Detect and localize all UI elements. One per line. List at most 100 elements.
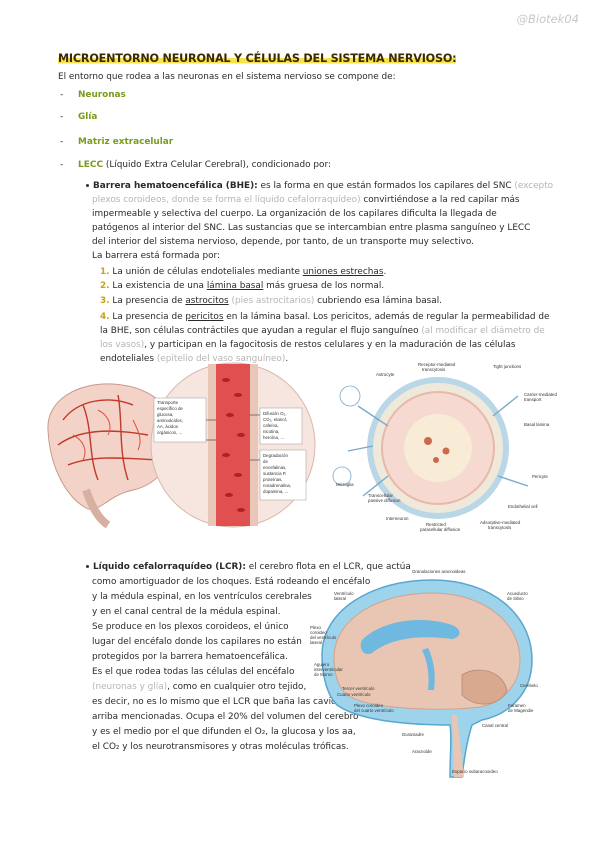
- list-dash: -: [60, 112, 64, 122]
- fig3-label: Acueducto: [507, 591, 528, 596]
- box1-line: Transporte: [157, 400, 179, 405]
- fig2-label: Receptor-mediated: [418, 362, 456, 367]
- fig3-label: Cerebelo: [520, 683, 538, 688]
- bbb-capillary-figure: Transporte específico de glucosa, aminoá…: [47, 362, 316, 529]
- fig2-label: Carrier-mediated: [524, 392, 557, 397]
- lcr-line-7: protegidos por la barrera hematoencefáli…: [92, 652, 288, 662]
- box2-line: CO₂, etanol,: [263, 417, 287, 422]
- fig3-label: Espacio subaracnoideo: [452, 769, 498, 774]
- brain-illustration: [47, 383, 177, 529]
- bhe-item-4-cont-1: la BHE, son células contráctiles que ayu…: [100, 326, 545, 336]
- fig3-label: Aracnoide: [412, 749, 432, 754]
- box1-line: glucosa,: [157, 412, 173, 417]
- fig2-label: Interneuron: [386, 516, 409, 521]
- box3-line: sustancia P,: [263, 471, 286, 476]
- bhe-line-2: plexos coroideos, donde se forma el líqu…: [92, 195, 520, 205]
- box2-line: Difusión O₂,: [263, 411, 286, 416]
- fig2-label: Adsorptive-mediated: [480, 520, 521, 525]
- fig3-label: del cuarto ventrículo: [354, 708, 394, 713]
- bhe-line-6: La barrera está formada por:: [92, 251, 220, 261]
- fig3-label: del ventrículo: [310, 635, 337, 640]
- fig3-label: interventricular: [314, 667, 343, 672]
- fig2-label: Basal lamina: [524, 422, 550, 427]
- box1-line: orgánicos, ...: [157, 430, 182, 435]
- lcr-line-6: lugar del encéfalo donde los capilares n…: [92, 637, 302, 647]
- lcr-line-13: el CO₂ y los neurotransmisores y otras m…: [92, 742, 349, 752]
- csf-ventricles-figure: Granulaciones aracnoideas Ventrículo lat…: [310, 569, 538, 778]
- box3-line: dopamina, ...: [263, 489, 288, 494]
- fig2-label: Astrocyte: [376, 372, 395, 377]
- fig2-label: Endothelial cell: [508, 504, 538, 509]
- lcr-line-1: Líquido cefalorraquídeo (LCR): el cerebr…: [86, 562, 411, 572]
- fig2-label: paracellular diffusion: [420, 527, 461, 532]
- fig3-label: de Monro: [314, 672, 333, 677]
- list-item-neuronas: Neuronas: [78, 90, 126, 100]
- fig3-label: Ventrículo: [334, 591, 354, 596]
- lcr-line-10: es decir, no es lo mismo que el LCR que …: [92, 697, 358, 707]
- lcr-line-4: y en el canal central de la médula espin…: [92, 607, 281, 617]
- fig2-label: passive diffusion: [368, 498, 401, 503]
- fig2-label: Tight junctions: [493, 364, 522, 369]
- fig3-label: Plexo coroideo: [354, 703, 384, 708]
- bhe-item-1: 1. La unión de células endoteliales medi…: [100, 267, 387, 277]
- fig2-label: Restricted: [426, 522, 446, 527]
- label-box-difusion: Difusión O₂, CO₂, etanol, cafeína, nicot…: [259, 407, 303, 445]
- box3-line: de: [263, 459, 268, 464]
- bbb-crosssection-figure: Receptor-mediated transcytosis Tight jun…: [332, 362, 557, 532]
- box3-line: Degradación: [263, 453, 288, 458]
- list-dash: -: [60, 160, 64, 170]
- fig2-label: transcytosis: [422, 367, 446, 372]
- fig3-label: Duramadre: [402, 732, 425, 737]
- fig2-label: Microglia: [336, 482, 354, 487]
- intro-text: El entorno que rodea a las neuronas en e…: [58, 72, 396, 82]
- box1-line: específico de: [157, 406, 183, 411]
- box1-line: aminoácidos,: [157, 418, 183, 423]
- box3-line: noradrenalina,: [263, 483, 291, 488]
- fig2-label: Pericyte: [532, 474, 548, 479]
- fig3-label: lateral: [334, 596, 346, 601]
- bhe-line-4: patógenos al interior del SNC. Las susta…: [92, 223, 531, 233]
- watermark: @Biotek04: [516, 12, 580, 26]
- fig3-labels: Granulaciones aracnoideas Ventrículo lat…: [310, 569, 538, 774]
- bhe-item-4-cont-2: los vasos), y participan en la fagocitos…: [100, 340, 516, 350]
- fig3-label: lateral: [310, 640, 322, 645]
- bhe-item-2: 2. La existencia de una lámina basal más…: [100, 281, 385, 291]
- lcr-line-2: como amortiguador de los choques. Está r…: [92, 577, 371, 587]
- box2-line: cafeína,: [263, 423, 279, 428]
- bhe-item-3: 3. La presencia de astrocitos (pies astr…: [100, 296, 442, 306]
- list-item-lecc: LECC (Líquido Extra Celular Cerebral), c…: [78, 160, 331, 170]
- bhe-item-4: 4. La presencia de pericitos en la lámin…: [100, 312, 550, 322]
- fig3-label: de Magendie: [508, 708, 534, 713]
- list-dash: -: [60, 90, 64, 100]
- box1-line: AA, ácidos: [157, 424, 179, 429]
- list-dash: -: [60, 137, 64, 147]
- lcr-line-3: y la médula espinal, en los ventrículos …: [92, 592, 312, 602]
- fig3-label: Canal central: [482, 723, 508, 728]
- fig3-label: coroideo: [310, 630, 327, 635]
- fig2-label: transcytosis: [488, 525, 512, 530]
- fig3-label: Foramen: [508, 703, 526, 708]
- list-item-matriz: Matriz extracelular: [78, 137, 174, 147]
- box2-line: nicotina,: [263, 429, 279, 434]
- list-item-glia: Glía: [78, 112, 98, 122]
- fig3-label: Agujero: [314, 662, 330, 667]
- lcr-line-12: y es el medio por el que difunden el O₂,…: [92, 727, 356, 737]
- fig3-label: de Silvio: [507, 596, 524, 601]
- bhe-line-5: del interior del sistema nervioso, depen…: [92, 237, 474, 247]
- box2-line: heroína, ...: [263, 435, 284, 440]
- fig3-label: Tercer ventrículo: [342, 686, 375, 691]
- fig3-label: Plexo: [310, 625, 322, 630]
- lcr-line-8: Es el que rodea todas las células del en…: [92, 667, 295, 677]
- fig3-label: Cuarto ventrículo: [337, 692, 371, 697]
- label-box-degradacion: Degradación de encefalinas, sustancia P,…: [259, 449, 307, 501]
- capillary-circle: [150, 362, 316, 528]
- bhe-line-3: impermeable y selectiva del cuerpo. La o…: [92, 209, 497, 219]
- lcr-line-5: Se produce en los plexos coroideos, el ú…: [92, 622, 289, 632]
- fig2-label: Transcellular: [368, 493, 394, 498]
- lcr-line-9: (neuronas y glía), como en cualquier otr…: [92, 682, 307, 692]
- fig3-label: Granulaciones aracnoideas: [412, 569, 466, 574]
- page-title: MICROENTORNO NEURONAL Y CÉLULAS DEL SIST…: [58, 52, 457, 65]
- bhe-item-4-cont-3: endoteliales (epitelio del vaso sanguíne…: [100, 354, 289, 364]
- bhe-line-1: Barrera hematoencefálica (BHE): es la fo…: [86, 181, 553, 191]
- lcr-line-11: arriba mencionadas. Ocupa el 20% del vol…: [92, 712, 359, 722]
